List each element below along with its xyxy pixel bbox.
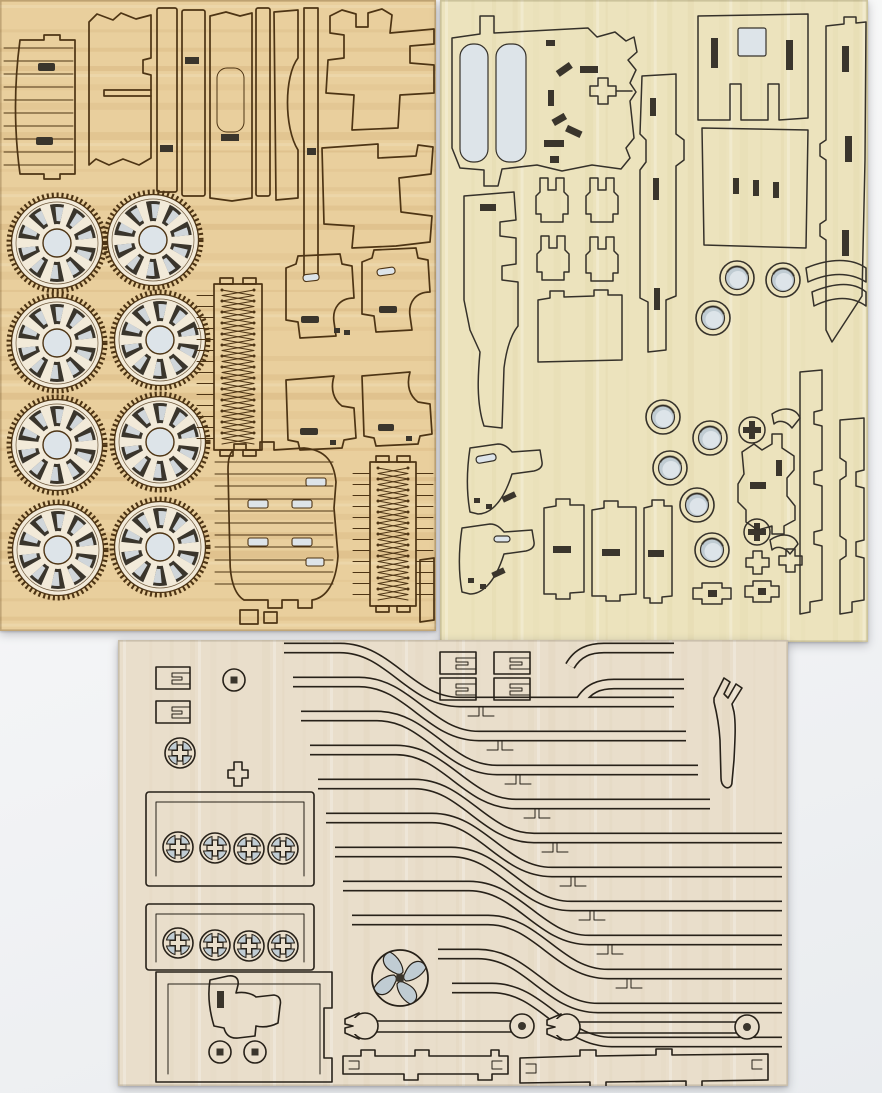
c-clip bbox=[155, 666, 191, 690]
e-clip bbox=[439, 677, 477, 701]
window-bracket bbox=[451, 15, 638, 187]
u-clip bbox=[585, 177, 619, 223]
castellated-panel bbox=[88, 12, 152, 166]
u-clip bbox=[535, 177, 569, 223]
hub-frames bbox=[145, 791, 333, 1083]
frame-strips bbox=[156, 7, 319, 279]
bottom-panels bbox=[543, 498, 673, 604]
e-clip bbox=[493, 651, 531, 675]
plywood-sheet-top-left bbox=[0, 0, 436, 631]
kerf-bend-panel bbox=[214, 441, 339, 625]
small-connectors bbox=[692, 548, 803, 605]
tabbed-panel bbox=[537, 289, 623, 363]
gearbox-plate bbox=[737, 408, 801, 555]
hub-ring bbox=[679, 487, 715, 523]
center-strip bbox=[639, 73, 685, 353]
lower-notched-strips bbox=[799, 369, 865, 615]
wrench-tools bbox=[343, 1012, 760, 1041]
cross-washer bbox=[738, 416, 766, 444]
u-clip bbox=[536, 235, 570, 281]
cross-hub-wheel bbox=[233, 833, 265, 865]
stepped-brackets bbox=[321, 8, 435, 249]
living-hinge-strips bbox=[196, 277, 434, 613]
right-notched-strip bbox=[819, 16, 867, 343]
cross-hub-wheel bbox=[267, 930, 299, 962]
gear-wheel bbox=[109, 496, 211, 598]
gear-wheel bbox=[6, 394, 108, 496]
fan-wheel bbox=[371, 949, 429, 1007]
living-hinge-strip bbox=[196, 277, 263, 457]
curved-chassis-strips bbox=[284, 642, 782, 1048]
gear-wheel bbox=[7, 499, 109, 601]
washer bbox=[208, 1040, 232, 1064]
horn-pieces bbox=[805, 259, 867, 307]
gear-wheel bbox=[6, 292, 108, 394]
u-clips bbox=[535, 177, 619, 282]
edge-strip bbox=[419, 557, 435, 623]
c-clip bbox=[155, 700, 191, 724]
boot-brackets bbox=[285, 247, 433, 451]
gear-wheel bbox=[109, 289, 211, 391]
cross-hub-wheels bbox=[162, 737, 299, 962]
seat-piece bbox=[208, 975, 282, 1039]
hub-ring bbox=[694, 532, 730, 568]
tall-bracket bbox=[463, 191, 519, 429]
washer bbox=[222, 668, 246, 692]
cross-hub-wheel bbox=[162, 831, 194, 863]
cross-hub-wheel bbox=[164, 737, 196, 769]
hub-ring bbox=[719, 260, 755, 296]
slotted-panels bbox=[697, 13, 809, 249]
wrench-tool bbox=[343, 1012, 535, 1040]
e-clips bbox=[439, 651, 531, 701]
hub-ring bbox=[765, 262, 801, 298]
washer bbox=[243, 1040, 267, 1064]
cross-washers bbox=[738, 416, 771, 546]
u-clip bbox=[585, 236, 619, 282]
c-clips bbox=[155, 666, 191, 724]
notched-bars bbox=[342, 1048, 769, 1086]
gear-wheel bbox=[109, 391, 211, 493]
wood-grain bbox=[0, 0, 436, 627]
cross-hub-wheel bbox=[199, 832, 231, 864]
hub-ring bbox=[692, 420, 728, 456]
plywood-sheet-top-right bbox=[440, 0, 868, 642]
wrench-tool bbox=[545, 1013, 760, 1041]
hub-ring bbox=[652, 450, 688, 486]
plus-piece bbox=[227, 761, 249, 787]
hub-ring bbox=[695, 300, 731, 336]
gear-wheels bbox=[6, 189, 211, 601]
cross-hub-wheel bbox=[233, 930, 265, 962]
hub-rings bbox=[645, 260, 801, 568]
fork-tool bbox=[713, 677, 743, 789]
washers bbox=[208, 668, 267, 1064]
cross-hub-wheel bbox=[162, 927, 194, 959]
kerf-hood-panel bbox=[3, 34, 76, 180]
boot-brackets bbox=[458, 443, 543, 595]
gear-wheel bbox=[6, 192, 108, 294]
cross-hub-wheel bbox=[199, 929, 231, 961]
gear-wheel bbox=[102, 189, 204, 291]
e-clip bbox=[493, 677, 531, 701]
hub-ring bbox=[645, 399, 681, 435]
cross-hub-wheel bbox=[267, 833, 299, 865]
plywood-sheet-bottom bbox=[118, 640, 788, 1086]
living-hinge-strip bbox=[352, 455, 434, 613]
e-clip bbox=[439, 651, 477, 675]
